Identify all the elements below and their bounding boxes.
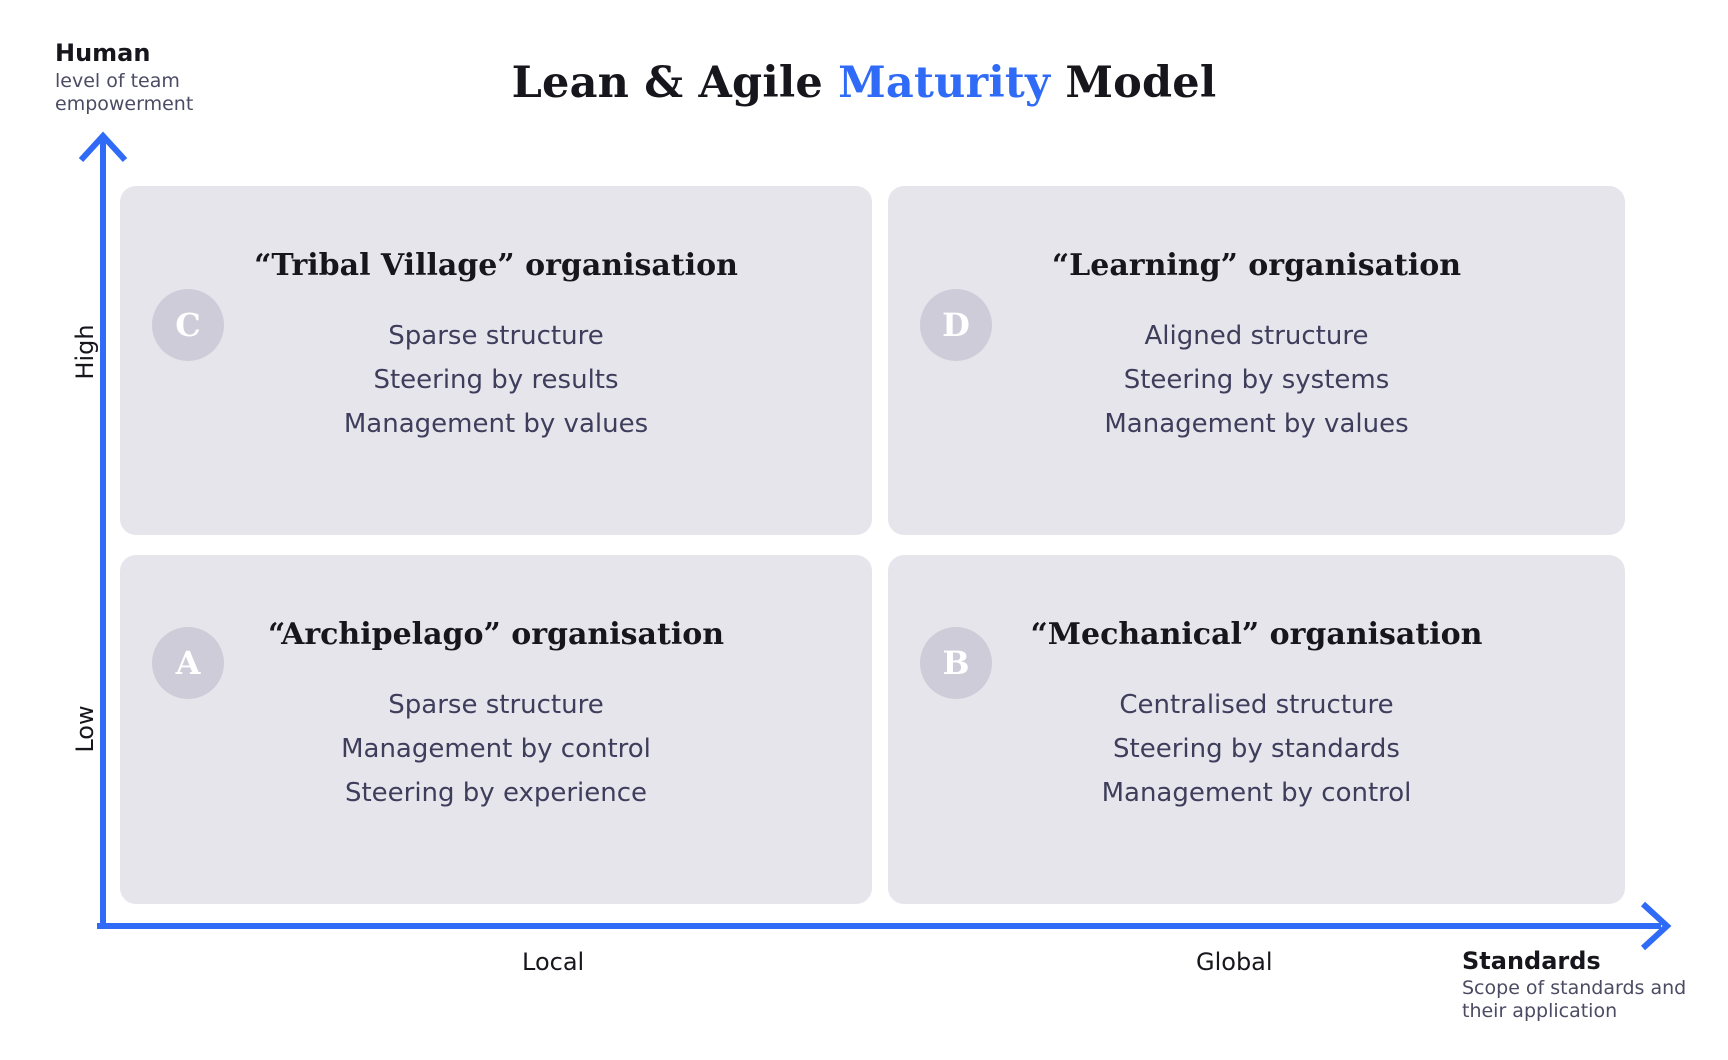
quadrant-attribute: Steering by experience xyxy=(344,778,648,808)
quadrant-attribute: Steering by systems xyxy=(1123,365,1390,395)
y-axis-caption-subtitle: level of team empowerment xyxy=(55,70,194,115)
quadrant-attribute: Sparse structure xyxy=(388,690,604,720)
quadrant-attribute: Management by control xyxy=(341,734,651,764)
x-axis-arrowhead xyxy=(1640,901,1672,951)
title-accent-word: Maturity xyxy=(838,58,1051,108)
quadrant-badge-b: B xyxy=(920,627,992,699)
title-part-one: Lean & Agile xyxy=(511,58,839,108)
quadrant-attribute-list-b: Centralised structure Steering by standa… xyxy=(888,683,1625,815)
quadrant-badge-d: D xyxy=(920,289,992,361)
quadrant-card-b[interactable]: B “Mechanical” organisation Centralised … xyxy=(888,555,1625,904)
quadrant-attribute: Management by values xyxy=(343,409,649,439)
quadrant-attribute-list-c: Sparse structure Steering by results Man… xyxy=(120,314,872,446)
x-axis-tick-local: Local xyxy=(522,948,585,976)
quadrant-badge-a: A xyxy=(152,627,224,699)
quadrant-card-c[interactable]: C “Tribal Village” organisation Sparse s… xyxy=(120,186,872,535)
x-axis-tick-global: Global xyxy=(1196,948,1273,976)
quadrant-attribute: Management by values xyxy=(1104,409,1409,439)
quadrant-heading-b: “Mechanical” organisation xyxy=(1030,617,1483,652)
y-axis-caption: Human level of team empowerment xyxy=(55,40,315,115)
x-axis-caption-subtitle: Scope of standards and their application xyxy=(1462,977,1687,1022)
x-axis-caption-title: Standards xyxy=(1462,947,1601,975)
quadrant-heading-c: “Tribal Village” organisation xyxy=(254,248,738,283)
quadrant-attribute: Sparse structure xyxy=(388,321,604,351)
quadrant-attribute: Management by control xyxy=(1101,778,1412,808)
x-axis-caption: Standards Scope of standards and their a… xyxy=(1462,948,1712,1022)
quadrant-card-a[interactable]: A “Archipelago” organisation Sparse stru… xyxy=(120,555,872,904)
quadrant-heading-d: “Learning” organisation xyxy=(1051,248,1462,283)
quadrant-card-d[interactable]: D “Learning” organisation Aligned struct… xyxy=(888,186,1625,535)
quadrant-heading-a: “Archipelago” organisation xyxy=(267,617,725,652)
y-axis-tick-low: Low xyxy=(71,705,99,753)
quadrant-attribute: Aligned structure xyxy=(1144,321,1369,351)
y-axis-tick-high: High xyxy=(71,324,99,380)
quadrant-badge-c: C xyxy=(152,289,224,361)
quadrant-attribute-list-d: Aligned structure Steering by systems Ma… xyxy=(888,314,1625,446)
y-axis-arrowhead xyxy=(78,131,128,163)
quadrant-attribute: Centralised structure xyxy=(1119,690,1394,720)
y-axis-caption-title: Human xyxy=(55,39,151,67)
quadrant-attribute-list-a: Sparse structure Management by control S… xyxy=(120,683,872,815)
title-part-two: Model xyxy=(1050,58,1217,108)
quadrant-attribute: Steering by standards xyxy=(1113,734,1400,764)
page-title: Lean & Agile Maturity Model xyxy=(0,58,1728,108)
quadrant-attribute: Steering by results xyxy=(373,365,619,395)
